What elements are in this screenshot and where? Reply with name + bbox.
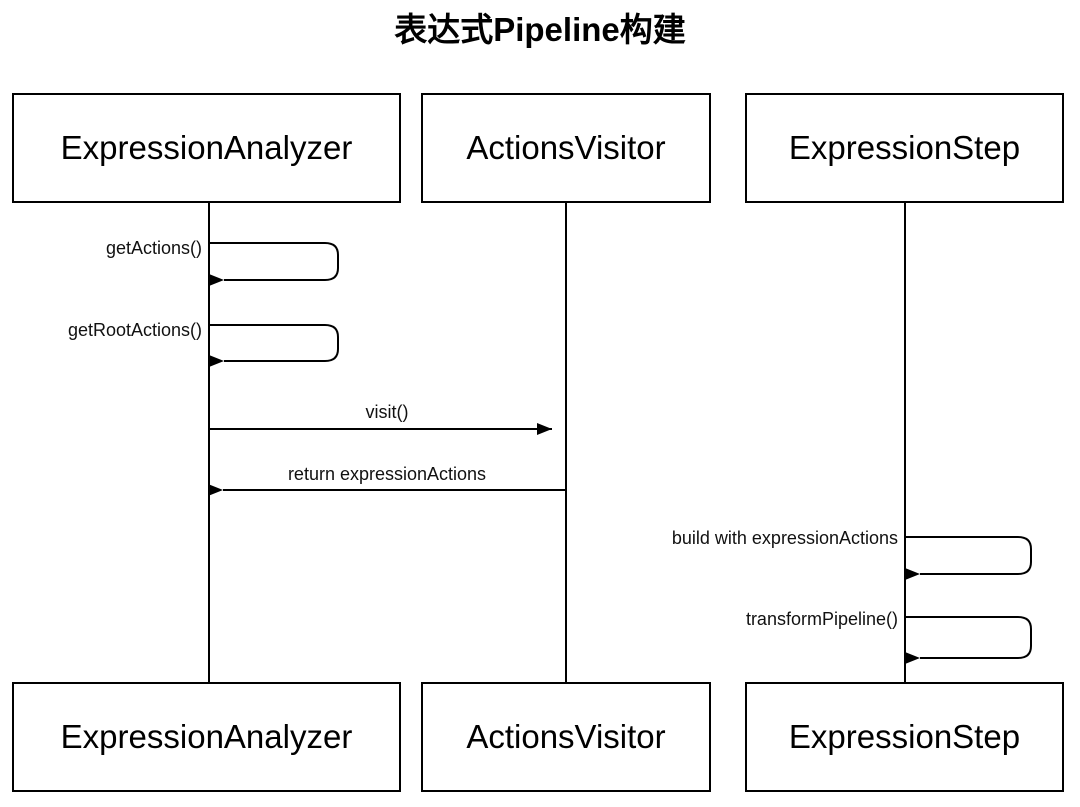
message-label-build-with-expression-actions: build with expressionActions: [671, 528, 898, 548]
participant-label: ActionsVisitor: [466, 718, 666, 755]
participant-label: ExpressionStep: [788, 129, 1021, 166]
participant-box-bottom-actions-visitor[interactable]: ActionsVisitor: [421, 682, 711, 792]
page-title: 表达式Pipeline构建: [394, 11, 686, 48]
participant-label: ExpressionAnalyzer: [60, 129, 353, 166]
lifeline-actions-visitor: [565, 203, 567, 682]
participant-box-top-expression-analyzer[interactable]: ExpressionAnalyzer: [12, 93, 401, 203]
lifeline-expression-step: [904, 203, 906, 682]
participant-box-bottom-expression-step[interactable]: ExpressionStep: [745, 682, 1064, 792]
message-arrow-get-root-actions: [209, 324, 339, 367]
message-arrow-build-with-expression-actions: [905, 536, 1032, 580]
message-label-transform-pipeline: transformPipeline(): [745, 609, 898, 629]
participant-box-bottom-expression-analyzer[interactable]: ExpressionAnalyzer: [12, 682, 401, 792]
participant-label: ActionsVisitor: [466, 129, 666, 166]
participant-label: ExpressionStep: [788, 718, 1021, 755]
participant-box-top-actions-visitor[interactable]: ActionsVisitor: [421, 93, 711, 203]
message-arrow-get-actions: [209, 242, 339, 286]
message-label-visit: visit(): [365, 402, 409, 422]
participant-label: ExpressionAnalyzer: [60, 718, 353, 755]
lifeline-expression-analyzer: [208, 203, 210, 682]
message-arrow-transform-pipeline: [905, 616, 1032, 664]
participant-box-top-expression-step[interactable]: ExpressionStep: [745, 93, 1064, 203]
message-label-return-expression-actions: return expressionActions: [287, 464, 487, 484]
message-label-get-actions: getActions(): [105, 238, 202, 258]
message-label-get-root-actions: getRootActions(): [67, 320, 202, 340]
